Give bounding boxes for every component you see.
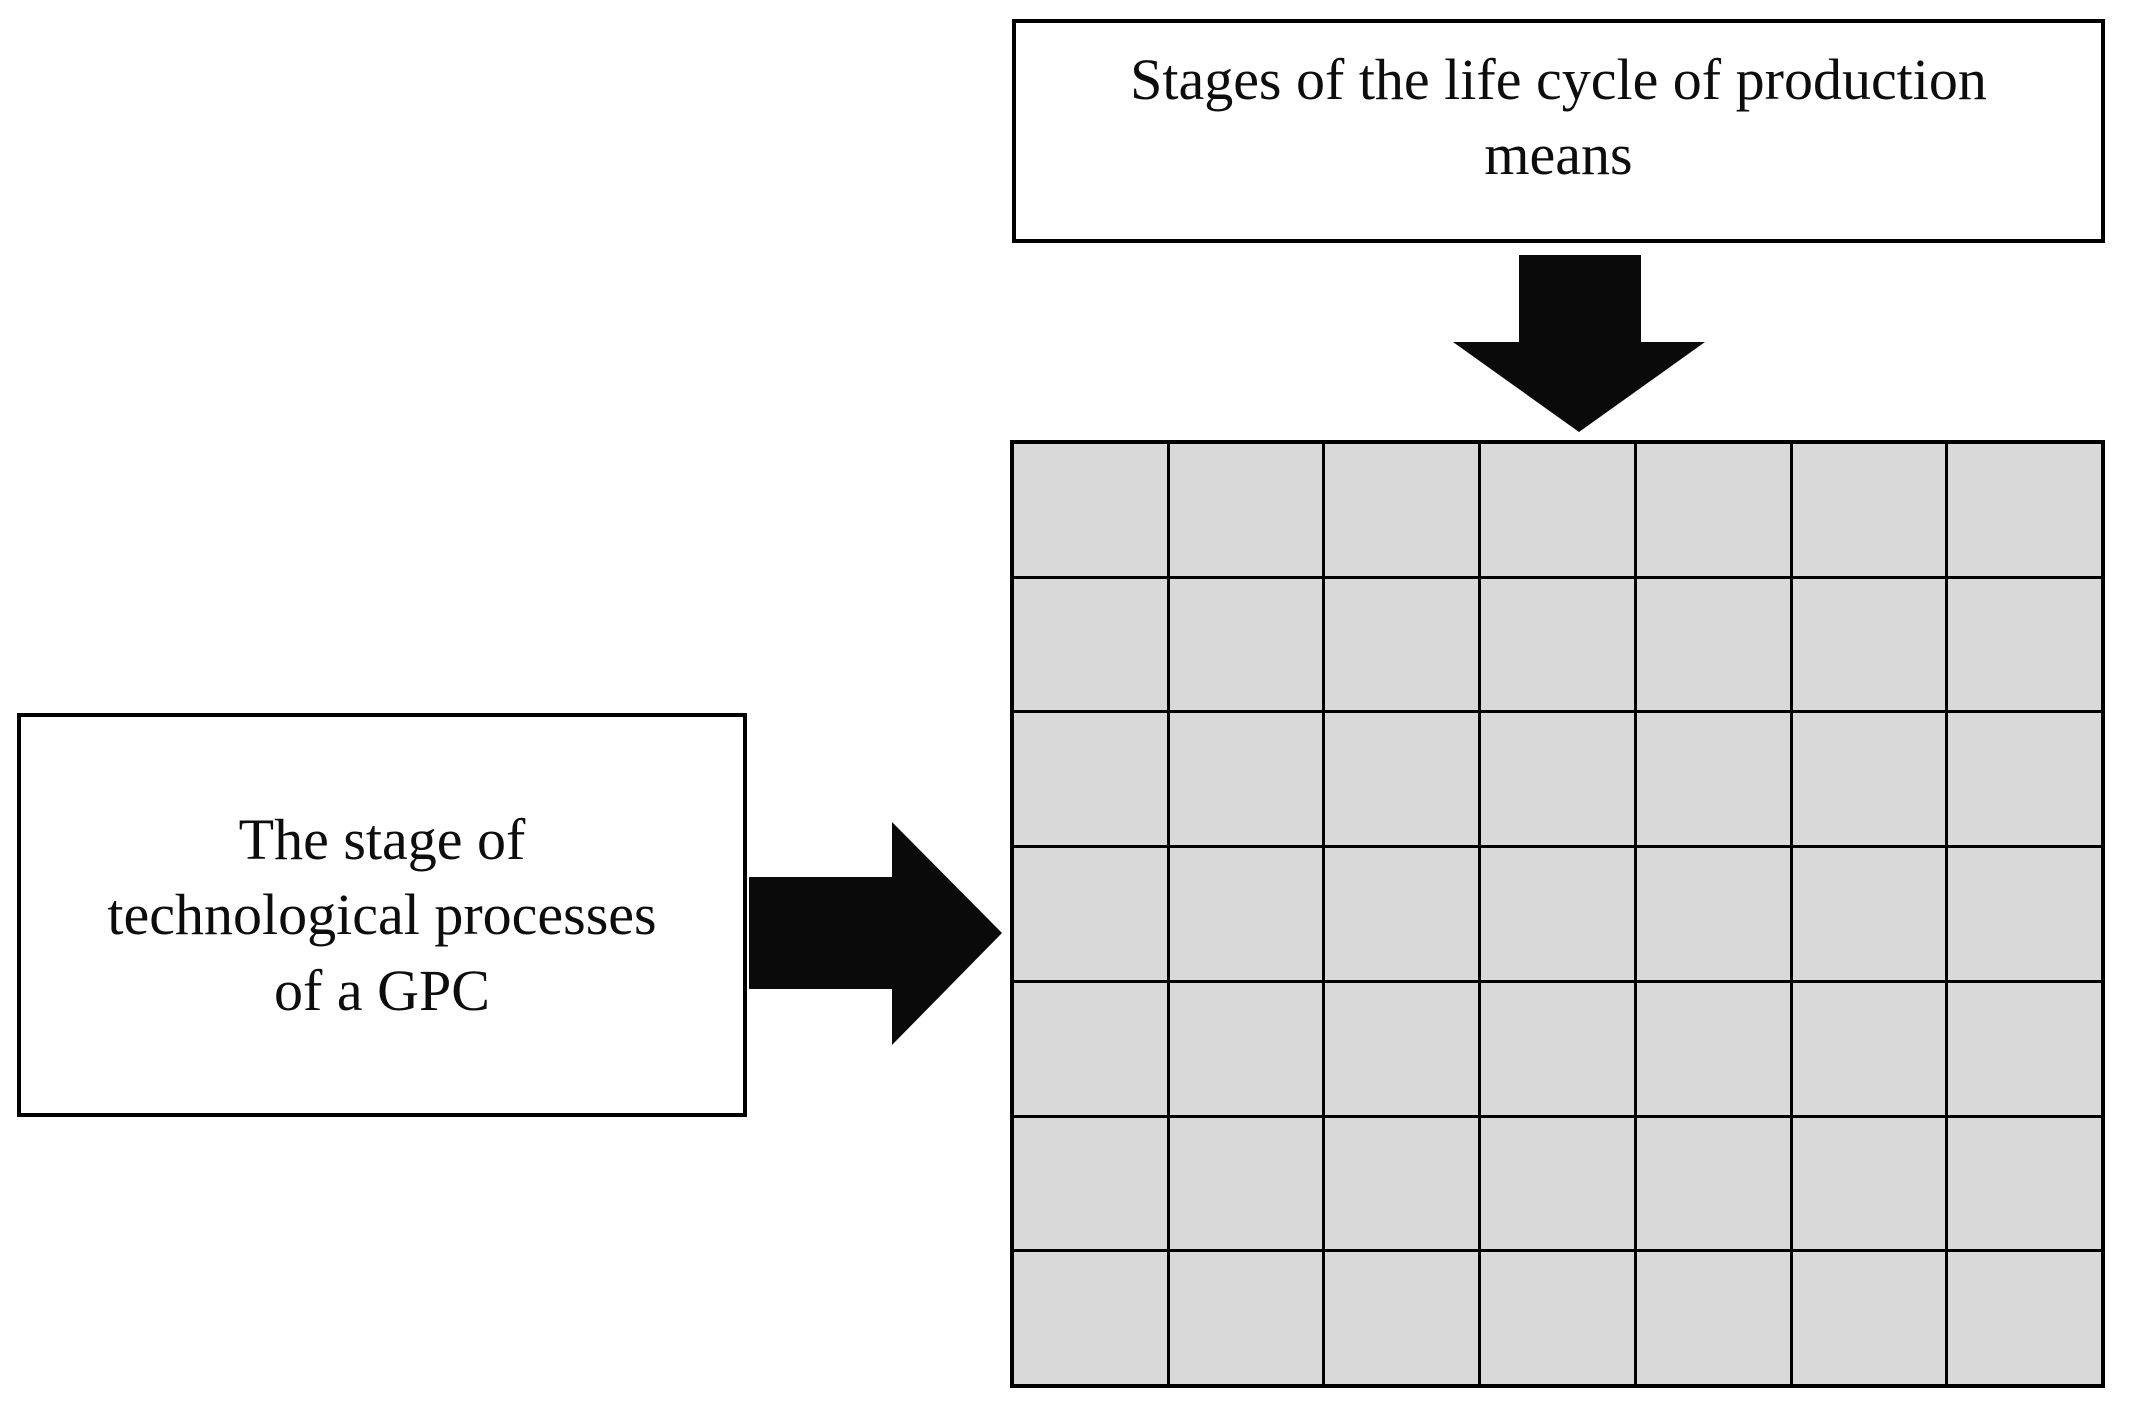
grid-cell xyxy=(1636,1252,1790,1384)
grid-cell xyxy=(1014,713,1167,846)
grid-cell xyxy=(1325,1252,1479,1384)
grid-cell xyxy=(1481,444,1634,576)
grid-cell xyxy=(1948,713,2101,846)
grid-cell xyxy=(1792,1252,1946,1384)
grid-cell xyxy=(1325,848,1479,980)
grid-cell xyxy=(1169,982,1323,1115)
grid-cell xyxy=(1325,982,1479,1115)
arrow-down-icon xyxy=(1453,255,1705,432)
grid-cell xyxy=(1792,713,1946,846)
grid-cell xyxy=(1948,1252,2101,1384)
grid-cell xyxy=(1481,848,1634,980)
grid-cell xyxy=(1636,1117,1790,1250)
grid-cell xyxy=(1948,444,2101,576)
grid-cell xyxy=(1792,1117,1946,1250)
grid-cell xyxy=(1169,848,1323,980)
grid-cell xyxy=(1636,444,1790,576)
grid-cell xyxy=(1014,444,1167,576)
top-box-label: Stages of the life cycle of production m… xyxy=(1130,46,1987,187)
grid-cell xyxy=(1636,713,1790,846)
grid-cell xyxy=(1792,578,1946,711)
grid-cell xyxy=(1325,444,1479,576)
grid-cell xyxy=(1169,444,1323,576)
grid-cell xyxy=(1014,982,1167,1115)
arrow-right-shape xyxy=(749,822,1002,1045)
grid-cell xyxy=(1014,578,1167,711)
stages-grid xyxy=(1010,440,2105,1388)
grid-cell xyxy=(1948,848,2101,980)
grid-cell xyxy=(1325,713,1479,846)
grid-cell xyxy=(1014,848,1167,980)
grid-cell xyxy=(1636,982,1790,1115)
grid-cell xyxy=(1792,848,1946,980)
left-box-label: The stage of technological processes of … xyxy=(107,806,657,1023)
grid-cell xyxy=(1169,713,1323,846)
grid-cell xyxy=(1325,578,1479,711)
grid-cell xyxy=(1481,1117,1634,1250)
grid-cell xyxy=(1169,1117,1323,1250)
left-box-gpc-stage: The stage of technological processes of … xyxy=(17,713,747,1117)
grid-cell xyxy=(1169,578,1323,711)
grid-cell xyxy=(1948,1117,2101,1250)
grid-cell xyxy=(1792,444,1946,576)
top-box-production-means: Stages of the life cycle of production m… xyxy=(1012,19,2105,243)
grid-cell xyxy=(1948,982,2101,1115)
grid-cell xyxy=(1481,578,1634,711)
grid-cell xyxy=(1636,848,1790,980)
grid-cell xyxy=(1481,1252,1634,1384)
arrow-down-shape xyxy=(1453,255,1705,432)
grid-cell xyxy=(1014,1117,1167,1250)
grid-cell xyxy=(1792,982,1946,1115)
grid-cell xyxy=(1481,713,1634,846)
arrow-right-icon xyxy=(749,822,1002,1045)
grid-cell xyxy=(1169,1252,1323,1384)
grid-cell xyxy=(1481,982,1634,1115)
grid-cell xyxy=(1014,1252,1167,1384)
grid-cell xyxy=(1948,578,2101,711)
grid-cell xyxy=(1325,1117,1479,1250)
grid-cell xyxy=(1636,578,1790,711)
